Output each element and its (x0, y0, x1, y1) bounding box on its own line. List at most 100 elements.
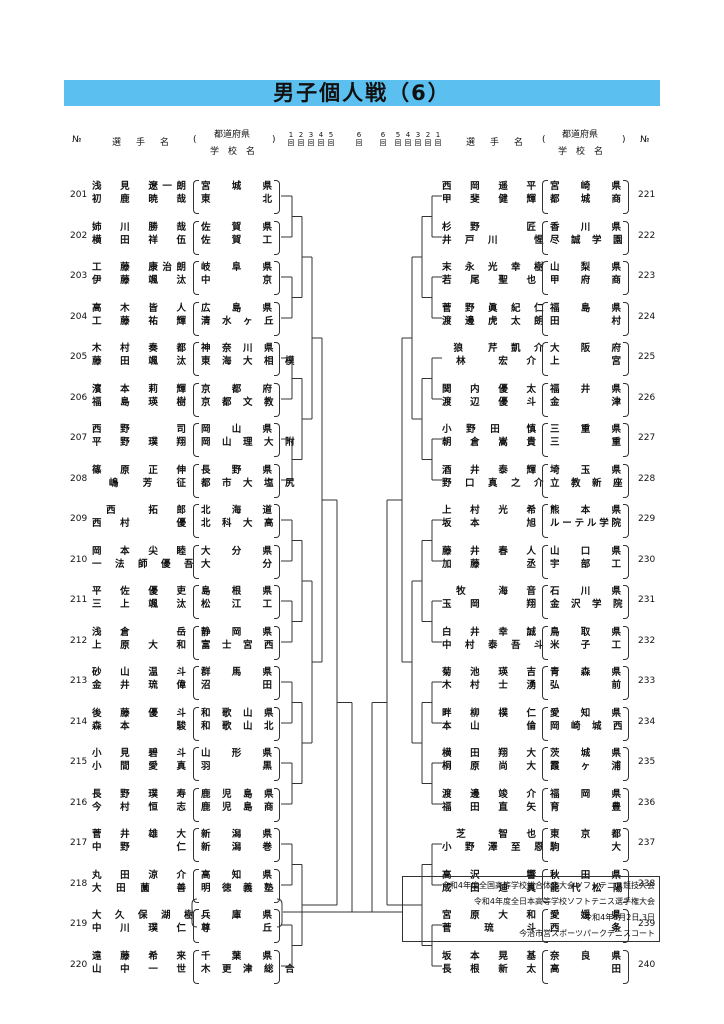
player-names: 平 佐 優 吏三 上 颯 汰 (92, 585, 188, 611)
player-names: 西 野 司平 野 璞 翔 (92, 423, 188, 449)
affiliation: 青 森 県弘 前 (550, 666, 622, 692)
pref-bracket-open (542, 828, 548, 862)
pref-bracket-open (542, 950, 548, 984)
prefecture: 熊 本 県 (550, 505, 622, 516)
player-names: 藤 井 春 人加 藤 丞 (442, 545, 538, 571)
pref-bracket-open (193, 707, 199, 741)
prefecture: 福 井 県 (550, 384, 622, 395)
player-2: 渡 辺 優 斗 (442, 397, 538, 408)
pref-bracket-open (542, 545, 548, 579)
entry-number: 211 (70, 595, 88, 605)
school: 都 市 大 塩 尻 (201, 478, 296, 489)
player-2: 福 島 瑛 樹 (92, 397, 188, 408)
prefecture: 香 川 県 (550, 222, 622, 233)
affiliation: 香 川 県尽 誠 学 園 (550, 221, 624, 247)
player-names: 杉 野 匠井 戸 川 惺 (442, 221, 544, 247)
entry-number: 203 (70, 271, 88, 281)
pref-bracket-open (193, 950, 199, 984)
player-names: 横 田 翔 大桐 原 尚 大 (442, 747, 538, 773)
school: 北 科 大 高 (201, 518, 275, 529)
paren-close-right: ) (622, 135, 626, 145)
player-1: 遠 藤 希 来 (92, 951, 188, 962)
prefecture: 大 分 県 (201, 546, 273, 557)
school: 甲 府 商 (550, 275, 622, 286)
pref-bracket-close (274, 545, 280, 579)
pref-bracket-close (274, 464, 280, 498)
player-2: 長 根 新 太 (442, 964, 538, 975)
school: 高 田 (550, 964, 622, 975)
entry-number: 207 (70, 433, 88, 443)
player-2: 桐 原 尚 大 (442, 761, 538, 772)
entry-number: 216 (70, 798, 88, 808)
pref-bracket-close (623, 585, 629, 619)
player-1: 横 田 翔 大 (442, 748, 538, 759)
player-1: 牧 海 音 (442, 586, 538, 597)
pref-bracket-open (542, 423, 548, 457)
school: 尽 誠 学 園 (550, 235, 624, 246)
pref-bracket-close (274, 423, 280, 457)
pref-bracket-open (193, 180, 199, 214)
prefecture: 石 川 県 (550, 586, 622, 597)
player-1: 姉 川 勝 哉 (92, 222, 188, 233)
affiliation: 宮 崎 県都 城 商 (550, 180, 622, 206)
player-header-right: 選 手 名 (466, 138, 527, 148)
entry-number: 240 (638, 960, 656, 970)
affiliation: 島 根 県松 江 工 (201, 585, 273, 611)
school: 大 分 (201, 559, 273, 570)
affiliation: 福 島 県田 村 (550, 302, 622, 328)
player-1: 高 沢 響 (442, 870, 538, 881)
player-1: 西 野 司 (92, 424, 188, 435)
player-2: 嶋 芳 征 (92, 478, 188, 489)
school: 都 城 商 (550, 194, 622, 205)
paren-open-right: ( (542, 135, 546, 145)
pref-bracket-close (274, 747, 280, 781)
prefecture: 宮 城 県 (201, 181, 273, 192)
player-1: 芝 智 也 (442, 829, 538, 840)
player-names: 濱 本 莉 輝福 島 瑛 樹 (92, 383, 188, 409)
pref-bracket-open (193, 666, 199, 700)
pref-bracket-close (623, 666, 629, 700)
player-names: 菅 井 雄 大中 野 仁 (92, 828, 188, 854)
affiliation: 岡 山 県岡 山 理 大 附 (201, 423, 295, 449)
pref-bracket-close (274, 180, 280, 214)
player-2: 伊 藤 颯 汰 (92, 275, 188, 286)
player-2: 中 村 泰 吾 斗 (442, 640, 546, 651)
affiliation: 京 都 府京 都 文 教 (201, 383, 275, 409)
affiliation: 埼 玉 県立 教 新 座 (550, 464, 623, 490)
school: 米 子 工 (550, 640, 622, 651)
pref-bracket-open (193, 464, 199, 498)
player-2: 中 川 璞 仁 (92, 923, 188, 934)
player-names: 工 藤 康治朗伊 藤 颯 汰 (92, 261, 188, 287)
pref-bracket-open (542, 585, 548, 619)
player-1: 上 村 光 希 (442, 505, 538, 516)
player-2: 玉 岡 翔 (442, 599, 538, 610)
pref-bracket-open (542, 383, 548, 417)
player-2: 甲 斐 健 輝 (442, 194, 538, 205)
pref-bracket-open (542, 504, 548, 538)
event-venue: 今治市営スポーツパークテニスコート (519, 929, 655, 938)
school: 金 津 (550, 397, 622, 408)
pref-bracket-open (193, 504, 199, 538)
pref-bracket-close (623, 221, 629, 255)
pref-header-left: 都道府県 (214, 130, 251, 140)
school: 京 都 文 教 (201, 397, 275, 408)
affiliation: 群 馬 県沼 田 (201, 666, 273, 692)
prefecture: 福 島 県 (550, 303, 622, 314)
affiliation: 静 岡 県富 士 宮 西 (201, 626, 274, 652)
entry-number: 220 (70, 960, 88, 970)
pref-bracket-close (623, 545, 629, 579)
school: 三 重 (550, 437, 622, 448)
pref-bracket-open (542, 909, 548, 943)
